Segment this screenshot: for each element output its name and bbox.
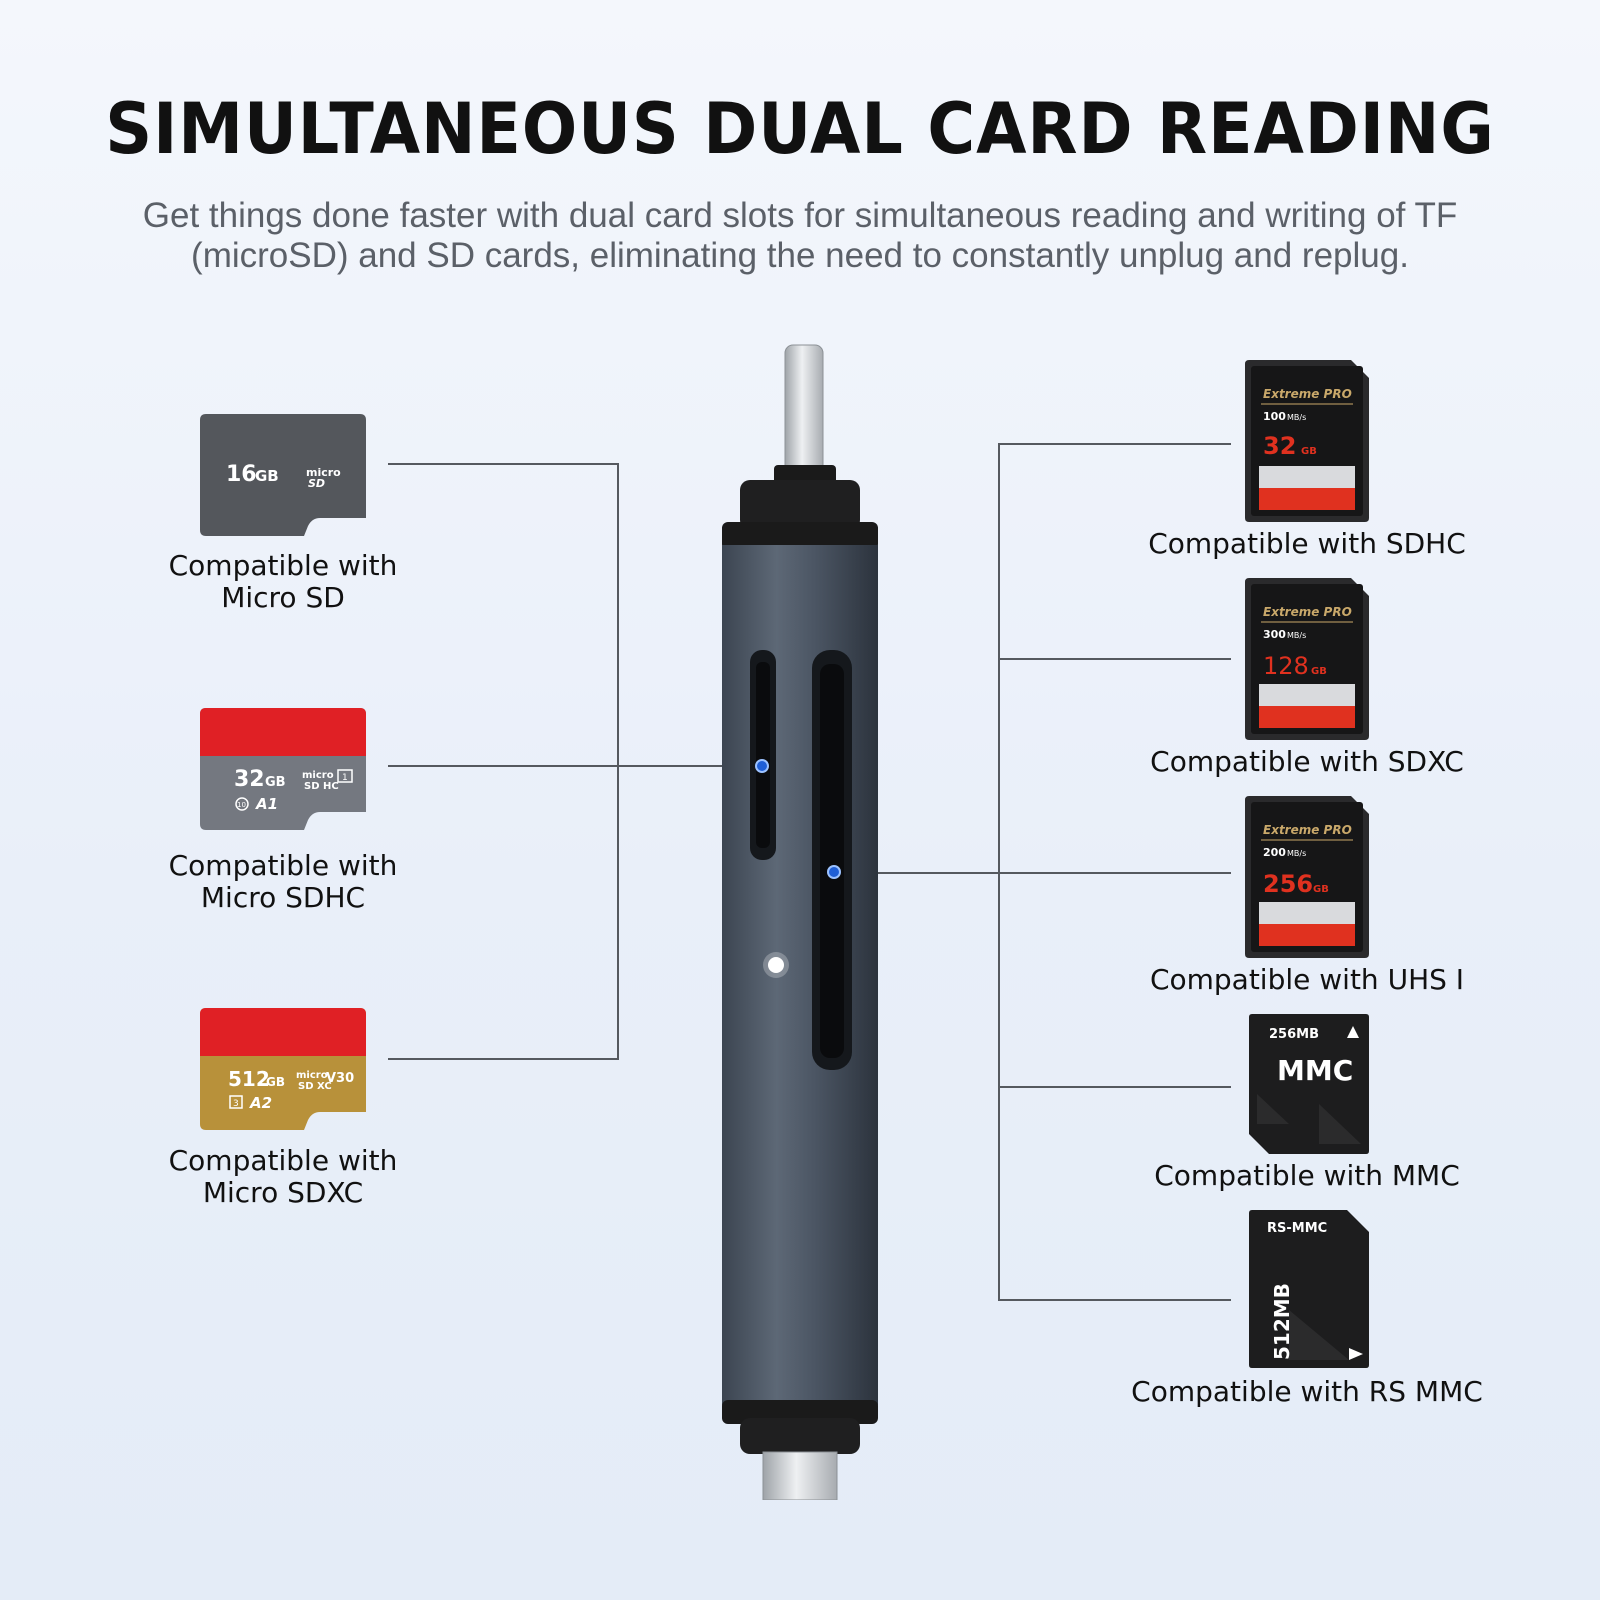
card-label: Compatible with Micro SD [168,549,398,614]
card-reader-icon [700,340,900,1501]
card-label: Compatible with UHS I [1149,963,1465,996]
connector-line [617,463,619,1060]
sd-card-icon: Extreme PRO 200 MB/s 256 GB [1245,796,1369,958]
micro-sdhc-card-icon: 32 GB micro SD HC 1 10 A1 [200,708,366,830]
micro-sdxc-card-icon: 512 GB micro SD XC V30 3 A2 [200,1008,366,1130]
connector-line [388,765,762,767]
svg-text:MB/s: MB/s [1287,413,1306,422]
svg-text:micro: micro [306,466,341,479]
subtitle-line-2: (microSD) and SD cards, eliminating the … [191,236,1409,275]
svg-text:A1: A1 [255,795,278,813]
sd-card-icon: Extreme PRO 300 MB/s 128 GB [1245,578,1369,740]
connector-line [388,1058,618,1060]
svg-text:300: 300 [1263,628,1286,641]
card-label: Compatible with RS MMC [1131,1375,1483,1408]
micro-sd-card-icon: 16 GB micro SD [200,414,366,536]
svg-text:SD: SD [308,477,325,490]
svg-text:GB: GB [1301,446,1317,457]
svg-text:SD HC: SD HC [304,781,339,792]
svg-text:1: 1 [342,773,348,783]
card-label: Compatible with SDHC [1148,527,1466,560]
card-label: Compatible with SDXC [1150,745,1464,778]
connector-line [999,443,1231,445]
svg-text:GB: GB [255,467,279,485]
svg-text:GB: GB [265,775,286,790]
svg-text:MB/s: MB/s [1287,631,1306,640]
svg-text:128: 128 [1263,652,1309,680]
svg-text:Extreme PRO: Extreme PRO [1263,605,1352,619]
connector-line [999,1299,1231,1301]
svg-text:V30: V30 [326,1071,354,1086]
svg-text:RS-MMC: RS-MMC [1267,1221,1327,1236]
connector-line [999,658,1231,660]
connector-line [835,872,1231,874]
subtitle-line-1: Get things done faster with dual card sl… [142,196,1458,235]
svg-text:A2: A2 [249,1094,272,1112]
svg-text:MB/s: MB/s [1287,849,1306,858]
mmc-card-icon: 256MB MMC [1249,1014,1369,1154]
svg-text:GB: GB [1313,884,1329,895]
svg-text:512MB: 512MB [1270,1283,1294,1360]
card-label: Compatible with MMC [1154,1159,1460,1192]
svg-text:10: 10 [237,801,246,809]
svg-text:MMC: MMC [1277,1054,1353,1087]
page-subtitle: Get things done faster with dual card sl… [100,196,1500,276]
connector-line [388,463,618,465]
svg-text:GB: GB [266,1075,285,1089]
connector-line [999,1086,1231,1088]
sd-card-icon: Extreme PRO 100 MB/s 32 GB [1245,360,1369,522]
svg-text:Extreme PRO: Extreme PRO [1263,387,1352,401]
svg-text:Extreme PRO: Extreme PRO [1263,823,1352,837]
card-label: Compatible with Micro SDXC [168,1144,398,1209]
svg-text:32: 32 [1263,432,1296,460]
micro-sd-capacity: 16 [226,462,257,487]
svg-text:200: 200 [1263,846,1286,859]
svg-text:32: 32 [234,767,265,792]
card-label: Compatible with Micro SDHC [168,849,398,914]
svg-text:micro: micro [296,1070,328,1081]
connector-line [998,443,1000,1301]
svg-text:3: 3 [233,1099,239,1109]
svg-text:SD XC: SD XC [298,1081,332,1092]
svg-text:100: 100 [1263,410,1286,423]
svg-text:512: 512 [228,1067,270,1091]
svg-text:256MB: 256MB [1269,1027,1319,1042]
svg-text:GB: GB [1311,666,1327,677]
rs-mmc-card-icon: RS-MMC 512MB [1249,1210,1369,1368]
svg-text:256: 256 [1263,870,1313,898]
svg-text:micro: micro [302,770,334,781]
page-title: SIMULTANEOUS DUAL CARD READING [105,88,1495,170]
